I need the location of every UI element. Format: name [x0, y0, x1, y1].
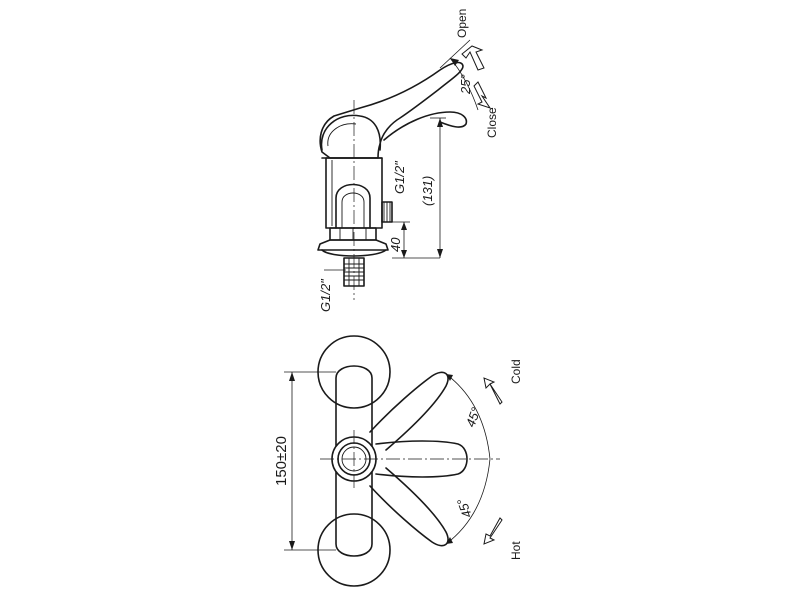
close-arrow	[473, 81, 492, 109]
cold-label: Cold	[509, 359, 523, 384]
cold-arrow	[483, 377, 503, 405]
body-arch-inner	[341, 192, 365, 228]
lever-hot-position	[369, 467, 449, 547]
hot-arrow	[483, 517, 503, 545]
flange-bottom	[321, 249, 387, 257]
hot-label: Hot	[509, 541, 523, 560]
body-arch	[335, 183, 371, 229]
height-131-label: (131)	[420, 176, 435, 206]
height-dimension	[392, 117, 446, 259]
width-dimension	[284, 371, 336, 551]
thread-right-label: G1/2"	[392, 160, 407, 194]
right-thread-outlet	[381, 201, 393, 223]
angle-25-label: 25°	[458, 74, 473, 95]
open-ref-line	[439, 39, 471, 69]
lever-underside	[383, 111, 468, 141]
lever-dome-inner	[327, 123, 357, 147]
angle-hot-45-label: 45°	[454, 496, 475, 520]
lever-cold-position	[369, 371, 449, 451]
cold-angle-arc	[445, 373, 491, 460]
width-150-label: 150±20	[273, 436, 290, 486]
top-view: Cold Hot 45° 45° 150±20	[273, 335, 523, 587]
lever-dome	[320, 114, 382, 151]
top-body-bar	[335, 365, 373, 557]
close-label: Close	[485, 107, 499, 138]
hex-nut	[329, 227, 377, 241]
side-view: Open Close 25° G1/2" (131) 40 G1/2"	[317, 9, 499, 312]
angle-cold-45-label: 45°	[463, 405, 484, 429]
flange	[317, 239, 389, 251]
lever-handle	[319, 61, 464, 159]
thread-bottom-label: G1/2"	[318, 278, 333, 312]
lever-center-position	[375, 440, 468, 478]
open-arrow	[461, 45, 485, 71]
hot-angle-arc	[445, 458, 491, 545]
open-label: Open	[455, 9, 469, 38]
base-height-40-label: 40	[388, 237, 403, 252]
